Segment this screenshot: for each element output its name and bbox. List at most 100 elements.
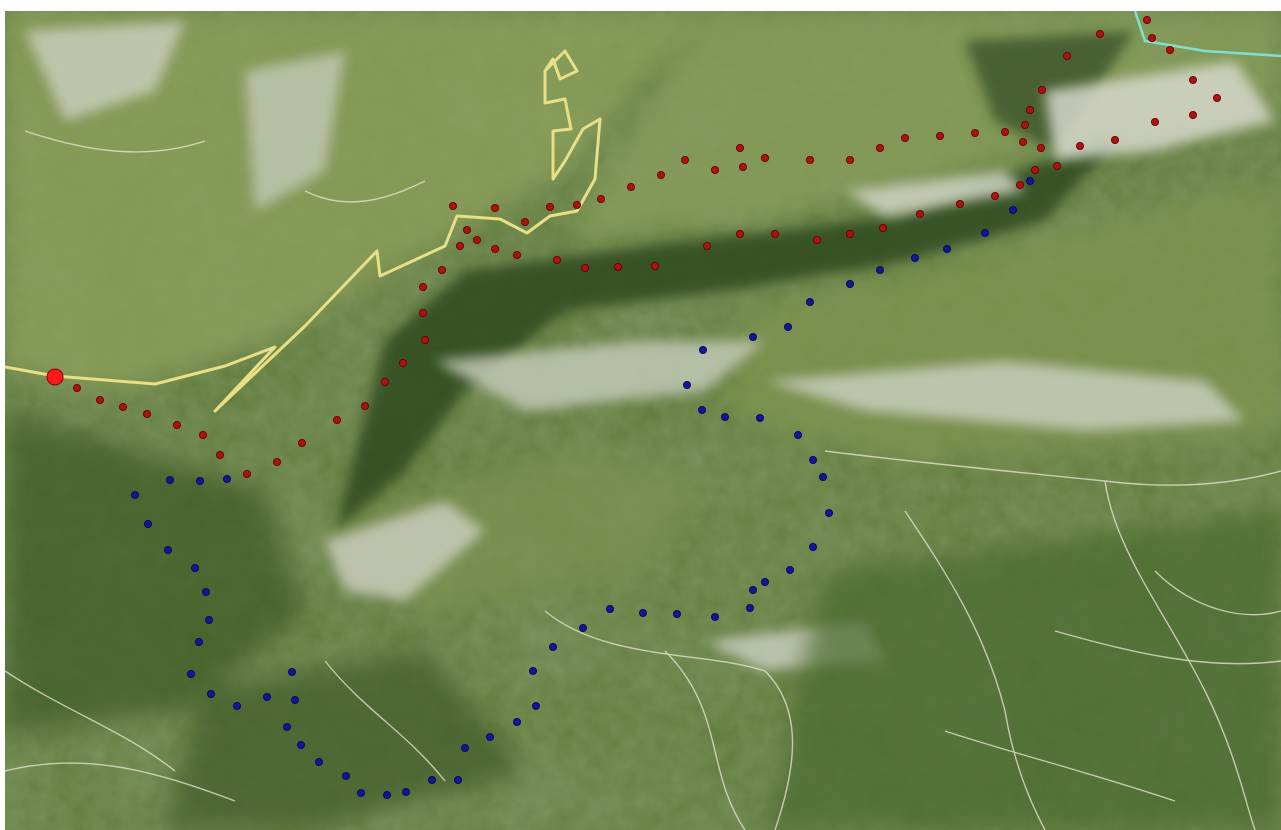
blue-route-waypoint[interactable] — [232, 702, 241, 711]
blue-route-waypoint[interactable] — [296, 741, 305, 750]
red-route-waypoint[interactable] — [380, 377, 389, 386]
blue-route-waypoint[interactable] — [876, 265, 885, 274]
satellite-map[interactable] — [5, 11, 1281, 830]
blue-route-waypoint[interactable] — [1009, 205, 1018, 214]
blue-route-waypoint[interactable] — [532, 702, 541, 711]
blue-route-waypoint[interactable] — [1026, 176, 1035, 185]
blue-route-waypoint[interactable] — [314, 758, 323, 767]
red-route-waypoint[interactable] — [876, 143, 885, 152]
start-point-marker-icon[interactable] — [46, 368, 64, 386]
blue-route-waypoint[interactable] — [427, 776, 436, 785]
blue-route-waypoint[interactable] — [606, 605, 615, 614]
blue-route-waypoint[interactable] — [846, 279, 855, 288]
red-route-waypoint[interactable] — [546, 202, 555, 211]
red-route-waypoint[interactable] — [142, 409, 151, 418]
red-route-waypoint[interactable] — [1189, 111, 1198, 120]
blue-route-waypoint[interactable] — [282, 723, 291, 732]
blue-route-waypoint[interactable] — [356, 789, 365, 798]
red-route-waypoint[interactable] — [198, 430, 207, 439]
red-route-waypoint[interactable] — [1076, 141, 1085, 150]
red-route-waypoint[interactable] — [1189, 76, 1198, 85]
blue-route-waypoint[interactable] — [204, 616, 213, 625]
red-route-waypoint[interactable] — [956, 199, 965, 208]
red-route-waypoint[interactable] — [614, 262, 623, 271]
red-route-waypoint[interactable] — [681, 155, 690, 164]
red-route-waypoint[interactable] — [455, 241, 464, 250]
red-route-waypoint[interactable] — [1148, 33, 1157, 42]
red-route-waypoint[interactable] — [437, 265, 446, 274]
red-route-waypoint[interactable] — [813, 235, 822, 244]
red-route-waypoint[interactable] — [1213, 94, 1222, 103]
red-route-waypoint[interactable] — [1001, 128, 1010, 137]
blue-route-waypoint[interactable] — [809, 543, 818, 552]
blue-route-waypoint[interactable] — [786, 566, 795, 575]
red-route-waypoint[interactable] — [521, 217, 530, 226]
blue-route-waypoint[interactable] — [683, 380, 692, 389]
red-route-waypoint[interactable] — [448, 201, 457, 210]
blue-route-waypoint[interactable] — [186, 670, 195, 679]
blue-route-waypoint[interactable] — [806, 297, 815, 306]
red-route-waypoint[interactable] — [651, 261, 660, 270]
blue-route-waypoint[interactable] — [401, 788, 410, 797]
red-route-waypoint[interactable] — [1038, 86, 1047, 95]
red-route-waypoint[interactable] — [490, 203, 499, 212]
blue-route-waypoint[interactable] — [163, 546, 172, 555]
red-route-waypoint[interactable] — [936, 132, 945, 141]
blue-route-waypoint[interactable] — [262, 693, 271, 702]
blue-route-waypoint[interactable] — [579, 624, 588, 633]
blue-route-waypoint[interactable] — [749, 332, 758, 341]
red-route-waypoint[interactable] — [490, 244, 499, 253]
blue-route-waypoint[interactable] — [749, 586, 758, 595]
red-route-waypoint[interactable] — [1019, 138, 1028, 147]
blue-route-waypoint[interactable] — [453, 776, 462, 785]
red-route-waypoint[interactable] — [1063, 52, 1072, 61]
blue-route-waypoint[interactable] — [382, 791, 391, 800]
red-route-waypoint[interactable] — [879, 223, 888, 232]
blue-route-waypoint[interactable] — [819, 472, 828, 481]
red-route-waypoint[interactable] — [418, 308, 427, 317]
red-route-waypoint[interactable] — [512, 250, 521, 259]
red-route-waypoint[interactable] — [215, 450, 224, 459]
red-route-waypoint[interactable] — [172, 420, 181, 429]
blue-route-waypoint[interactable] — [222, 474, 231, 483]
red-route-waypoint[interactable] — [771, 229, 780, 238]
red-route-waypoint[interactable] — [242, 469, 251, 478]
red-route-waypoint[interactable] — [916, 209, 925, 218]
blue-route-waypoint[interactable] — [549, 643, 558, 652]
red-route-waypoint[interactable] — [420, 335, 429, 344]
red-route[interactable] — [73, 16, 1222, 478]
blue-route-waypoint[interactable] — [206, 690, 215, 699]
red-route-waypoint[interactable] — [581, 263, 590, 272]
red-route-waypoint[interactable] — [573, 200, 582, 209]
blue-route-waypoint[interactable] — [460, 744, 469, 753]
red-route-waypoint[interactable] — [398, 358, 407, 367]
blue-route-waypoint[interactable] — [794, 430, 803, 439]
red-route-waypoint[interactable] — [761, 153, 770, 162]
red-route-waypoint[interactable] — [418, 282, 427, 291]
red-route-waypoint[interactable] — [736, 229, 745, 238]
red-route-waypoint[interactable] — [1166, 46, 1175, 55]
blue-route[interactable] — [131, 176, 1035, 800]
red-route-waypoint[interactable] — [96, 395, 105, 404]
red-route-waypoint[interactable] — [846, 229, 855, 238]
blue-route-waypoint[interactable] — [698, 405, 707, 414]
blue-route-waypoint[interactable] — [143, 519, 152, 528]
blue-route-waypoint[interactable] — [290, 696, 299, 705]
red-route-waypoint[interactable] — [1016, 180, 1025, 189]
red-route-waypoint[interactable] — [703, 241, 712, 250]
red-route-waypoint[interactable] — [73, 383, 82, 392]
blue-route-waypoint[interactable] — [981, 228, 990, 237]
red-route-waypoint[interactable] — [627, 182, 636, 191]
blue-route-waypoint[interactable] — [825, 508, 834, 517]
red-route-waypoint[interactable] — [806, 155, 815, 164]
blue-route-waypoint[interactable] — [341, 772, 350, 781]
blue-route-waypoint[interactable] — [911, 253, 920, 262]
red-route-waypoint[interactable] — [1151, 118, 1160, 127]
red-route-waypoint[interactable] — [1053, 161, 1062, 170]
red-route-waypoint[interactable] — [846, 155, 855, 164]
red-route-waypoint[interactable] — [736, 143, 745, 152]
blue-route-waypoint[interactable] — [485, 733, 494, 742]
blue-route-waypoint[interactable] — [761, 578, 770, 587]
blue-route-waypoint[interactable] — [190, 564, 199, 573]
blue-route-waypoint[interactable] — [784, 322, 793, 331]
